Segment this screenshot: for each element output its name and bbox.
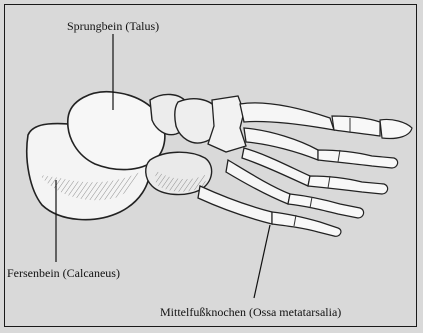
metatarsal-1 (240, 103, 334, 130)
talus-label: Sprungbein (Talus) (67, 19, 159, 33)
toe-2 (318, 150, 398, 168)
metatarsals-leader-line (254, 225, 270, 298)
toe-3 (308, 176, 388, 194)
big-toe-distal (380, 119, 412, 138)
metatarsals-label: Mittelfußknochen (Ossa metatarsalia) (160, 305, 341, 319)
toe-5 (272, 212, 341, 236)
toe-4 (288, 194, 364, 218)
big-toe-proximal (332, 116, 380, 136)
calcaneus-label: Fersenbein (Calcaneus) (7, 266, 120, 280)
